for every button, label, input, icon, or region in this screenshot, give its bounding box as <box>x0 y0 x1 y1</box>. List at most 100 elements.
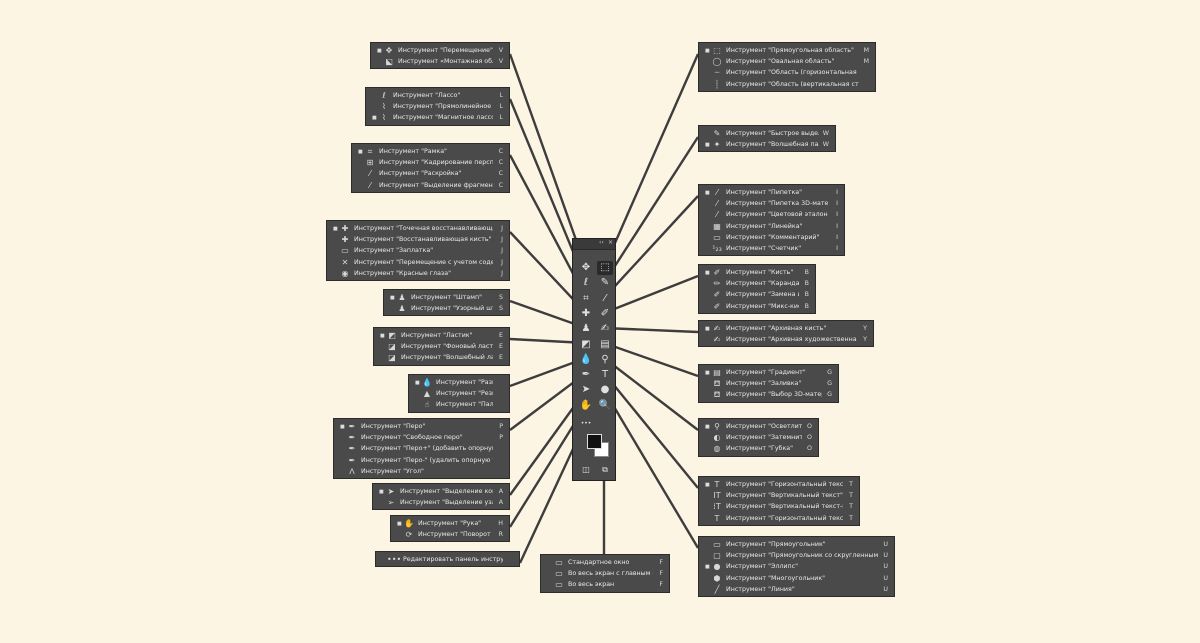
tool-menu-item[interactable]: ✐Инструмент "Микс-кисть"B <box>699 301 815 312</box>
tool-menu-item[interactable]: ╱Инструмент "Линия"U <box>699 584 894 595</box>
toolbar-lasso-icon[interactable]: ℓ <box>583 277 589 289</box>
tool-menu-item[interactable]: ◐Инструмент "Затемнитель"O <box>699 432 818 443</box>
tool-menu-item[interactable]: ⛾Инструмент "Заливка"G <box>699 378 838 389</box>
tool-menu-item[interactable]: ┊Инструмент "Область (вертикальная строк… <box>699 79 875 90</box>
toolbar-history-brush-icon[interactable]: ✍ <box>600 323 610 335</box>
tool-menu-item[interactable]: ⁄Инструмент "Раскройка"C <box>352 168 509 179</box>
tool-menu-item[interactable]: ■⁄Инструмент "Пипетка"I <box>699 187 844 198</box>
tool-menu-item[interactable]: ⟳Инструмент "Поворот вида"R <box>391 529 509 540</box>
tool-menu-item[interactable]: ▭Во весь экран с главным менюF <box>541 568 669 579</box>
tool-menu-item[interactable]: ■✐Инструмент "Кисть"B <box>699 267 815 278</box>
screen-mode-icon[interactable]: ⧉ <box>602 465 608 474</box>
tool-menu-item[interactable]: ✒Инструмент "Свободное перо"P <box>334 432 509 443</box>
slice-icon: ⁄ <box>369 169 371 179</box>
tool-menu-item[interactable]: ◉Инструмент "Красные глаза"J <box>327 268 509 279</box>
toolbar-dodge-icon[interactable]: ⚲ <box>601 353 609 365</box>
tool-menu-item[interactable]: ✎Инструмент "Быстрое выделение"W <box>699 128 835 139</box>
toolbar-eraser-icon[interactable]: ◩ <box>581 338 591 350</box>
tool-menu-item[interactable]: ■✋Инструмент "Рука"H <box>391 518 509 529</box>
tool-menu-item[interactable]: ■⌇Инструмент "Магнитное лассо"L <box>366 112 509 123</box>
close-icon[interactable]: × <box>608 239 614 246</box>
toolbar-zoom-icon[interactable]: 🔍 <box>598 399 612 411</box>
tool-menu-item[interactable]: ┈Инструмент "Область (горизонтальная стр… <box>699 67 875 78</box>
tool-menu-item[interactable]: ⛾Инструмент "Выбор 3D-материала"G <box>699 389 838 400</box>
tool-menu-item[interactable]: ■✍Инструмент "Архивная кисть"Y <box>699 323 873 334</box>
tool-menu-item[interactable]: ◍Инструмент "Губка"O <box>699 443 818 454</box>
tool-menu-item[interactable]: ▭Инструмент "Заплатка"J <box>327 245 509 256</box>
tool-menu-item[interactable]: ■⚲Инструмент "Осветлитель"O <box>699 421 818 432</box>
toolbar-hand-icon[interactable]: ✋ <box>579 399 593 411</box>
tool-menu-item[interactable]: ▦Инструмент "Линейка"I <box>699 221 844 232</box>
toolbar-brush-icon[interactable]: ✐ <box>600 307 610 319</box>
tool-menu-item[interactable]: ☝Инструмент "Палец" <box>409 399 509 410</box>
tools-panel-header[interactable]: ‹‹ × <box>573 239 615 250</box>
shortcut-key: I <box>836 245 838 253</box>
tool-menu-item[interactable]: ✶Инструмент "Произвольная фигура"U <box>699 595 894 596</box>
tool-menu-item[interactable]: ✏Инструмент "Карандаш"B <box>699 278 815 289</box>
tool-menu-item[interactable]: ■💧Инструмент "Размытие" <box>409 377 509 388</box>
toolbar-healing-brush-icon[interactable]: ✚ <box>581 307 591 319</box>
foreground-color-swatch[interactable] <box>587 434 602 449</box>
tool-menu-item[interactable]: ✐Инструмент "Замена цвета"B <box>699 289 815 300</box>
tool-menu-item[interactable]: ➢Инструмент "Выделение узла"A <box>373 497 509 508</box>
tool-menu-item[interactable]: ⁄Инструмент "Пипетка 3D-материала"I <box>699 198 844 209</box>
tool-menu-item[interactable]: ▲Инструмент "Резкость" <box>409 388 509 399</box>
toolbar-type-icon[interactable]: T <box>601 369 609 381</box>
tool-menu-item[interactable]: ■●Инструмент "Эллипс"U <box>699 561 894 572</box>
tool-menu-item[interactable]: ⬢Инструмент "Многоугольник"U <box>699 573 894 584</box>
tool-menu-item[interactable]: ▭Инструмент "Комментарий"I <box>699 232 844 243</box>
tool-menu-item[interactable]: ⊞Инструмент "Кадрирование перспективы"C <box>352 157 509 168</box>
tool-menu-item[interactable]: ✍Инструмент "Архивная художественная кис… <box>699 334 873 345</box>
tool-menu-item[interactable]: ■✥Инструмент "Перемещение"V <box>371 45 509 56</box>
toolbar-path-select-icon[interactable]: ➤ <box>581 384 591 396</box>
tool-menu-item[interactable]: ⬕Инструмент «Монтажная область»V <box>371 56 509 67</box>
tool-menu-item[interactable]: ▢Инструмент "Прямоугольник со скругленны… <box>699 550 894 561</box>
tool-menu-item[interactable]: ◪Инструмент "Волшебный ластик"E <box>374 352 509 363</box>
toolbar-ellipse-icon[interactable]: ● <box>600 384 610 396</box>
tool-menu-item[interactable]: ✒Инструмент "Перо+" (добавить опорную то… <box>334 443 509 454</box>
toolbar-rect-marquee-icon[interactable]: ⬚ <box>597 261 613 275</box>
toolbar-gradient-icon[interactable]: ▤ <box>600 338 610 350</box>
tool-menu-item[interactable]: ■♟Инструмент "Штамп"S <box>384 292 509 303</box>
tool-menu-item[interactable]: ◪Инструмент "Фоновый ластик"E <box>374 341 509 352</box>
tool-menu-item[interactable]: ■◩Инструмент "Ластик"E <box>374 330 509 341</box>
toolbar-stamp-icon[interactable]: ♟ <box>581 323 591 335</box>
tool-menu-item[interactable]: ✕Инструмент "Перемещение с учетом содерж… <box>327 257 509 268</box>
shortcut-key: P <box>499 423 503 431</box>
tool-menu-item[interactable]: ♟Инструмент "Узорный штамп"S <box>384 303 509 314</box>
toolbar-eyedropper-icon[interactable]: ⁄ <box>604 292 606 304</box>
tool-menu-item[interactable]: •••Редактировать панель инструментов... <box>376 554 519 565</box>
tool-menu-item[interactable]: ■✦Инструмент "Волшебная палочка"W <box>699 139 835 150</box>
tool-menu-item[interactable]: ■▤Инструмент "Градиент"G <box>699 367 838 378</box>
tool-menu-item[interactable]: ■⬚Инструмент "Прямоугольная область"M <box>699 45 875 56</box>
toolbar-blur-icon[interactable]: 💧 <box>579 353 593 365</box>
tool-menu-item[interactable]: ■✒Инструмент "Перо"P <box>334 421 509 432</box>
tool-menu-item[interactable]: ■✚Инструмент "Точечная восстанавливающая… <box>327 223 509 234</box>
collapse-icon[interactable]: ‹‹ <box>599 239 604 246</box>
tool-menu-item[interactable]: ⁄Инструмент "Цветовой эталон"I <box>699 209 844 220</box>
toolbar-quick-select-icon[interactable]: ✎ <box>600 277 610 289</box>
tool-menu-item[interactable]: ✒Инструмент "Перо-" (удалить опорную точ… <box>334 455 509 466</box>
quick-mask-icon[interactable]: ◫ <box>582 465 590 474</box>
tool-menu-item[interactable]: ◯Инструмент "Овальная область"M <box>699 56 875 67</box>
tool-menu-item[interactable]: ⁄Инструмент "Выделение фрагмента"C <box>352 180 509 191</box>
toolbar-pen-icon[interactable]: ✒ <box>581 369 591 381</box>
more-tools-icon[interactable]: ••• <box>580 420 592 427</box>
tool-menu-item[interactable]: ✚Инструмент "Восстанавливающая кисть"J <box>327 234 509 245</box>
tool-menu-item[interactable]: ■➤Инструмент "Выделение контура"A <box>373 486 509 497</box>
active-marker: ■ <box>390 294 395 301</box>
toolbar-crop-icon[interactable]: ⌗ <box>583 292 589 304</box>
tool-menu-item[interactable]: ■⌗Инструмент "Рамка"C <box>352 146 509 157</box>
toolbar-move-icon[interactable]: ✥ <box>581 262 591 273</box>
tool-menu-item[interactable]: ⌇Инструмент "Прямолинейное лассо"L <box>366 101 509 112</box>
tool-menu-item[interactable]: ▭Инструмент "Прямоугольник"U <box>699 539 894 550</box>
